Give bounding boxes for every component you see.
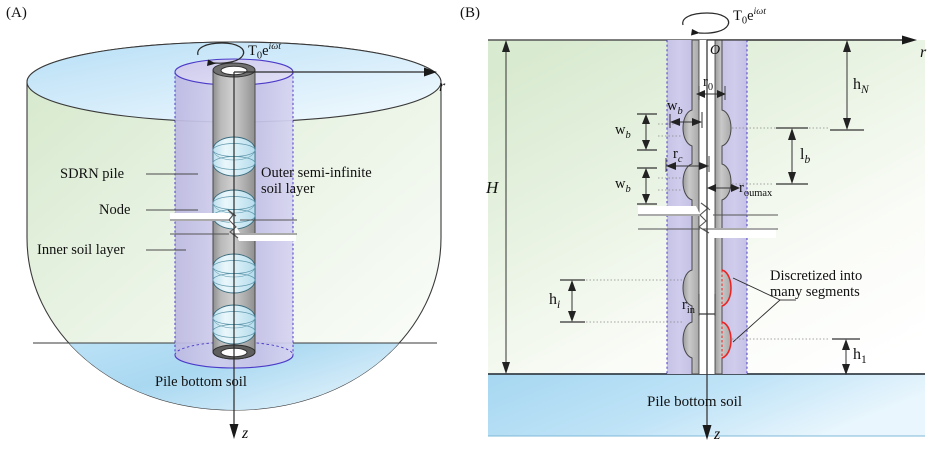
label-r0: r0 <box>703 74 713 94</box>
panel-b: (B) T0eiωt r z O r0 rc roumax rin wb wb … <box>460 0 941 453</box>
dimension-H <box>502 40 510 374</box>
label-lb: lb <box>800 146 810 167</box>
axis-label-z-a: z <box>242 425 249 442</box>
hi-symbol: h <box>549 291 557 308</box>
break-symbol-a <box>170 209 297 241</box>
wb-symbol: w <box>615 122 626 138</box>
r-axis-arrow-a <box>424 67 437 77</box>
h1-subscript: 1 <box>861 354 867 367</box>
torque-exponent: iωt <box>268 41 281 52</box>
label-sdrn-pile: SDRN pile <box>60 166 125 182</box>
label-discretized-line2: many segments <box>770 284 860 301</box>
dimension-lb <box>732 127 808 185</box>
r0-subscript: 0 <box>707 81 714 93</box>
label-H: H <box>486 178 499 197</box>
wb-subscript: b <box>625 129 631 141</box>
axis-label-z-b: z <box>714 426 721 443</box>
discretized-mark-lower <box>721 321 732 359</box>
r0-symbol: r <box>703 74 708 90</box>
panel-a-graphic <box>26 41 442 439</box>
wb-symbol: w <box>615 176 626 192</box>
torque-rotation-arrow-a <box>197 42 245 66</box>
panel-b-tag: (B) <box>460 5 480 21</box>
panel-a: (A) T0eiωt r z SDRN pile Node Inner soil… <box>0 0 470 453</box>
axis-label-r-a: r <box>439 78 446 95</box>
panel-b-graphic <box>488 12 925 440</box>
r-axis-arrow-b <box>902 35 917 45</box>
torque-rotation-arrow-b <box>682 12 730 36</box>
label-rc: rc <box>673 146 682 166</box>
torque-exponent: iωt <box>753 6 766 17</box>
dimension-roumax <box>707 184 740 192</box>
dimension-rc <box>665 156 710 172</box>
roumax-subscript: oumax <box>743 187 773 199</box>
inner-soil-band-right <box>722 40 747 374</box>
label-pile-bottom-soil-a: Pile bottom soil <box>155 374 247 390</box>
label-pile-bottom-soil-b: Pile bottom soil <box>647 394 743 410</box>
dimension-rin <box>698 294 716 316</box>
dimension-hN <box>732 40 864 131</box>
dimension-h1 <box>732 338 860 375</box>
label-wb-left-upper: wb <box>615 122 631 142</box>
label-h1: h1 <box>853 346 867 367</box>
rc-subscript: c <box>677 153 683 165</box>
z-axis-arrow-b <box>702 425 712 440</box>
label-discretized: Discretized into many segments <box>770 268 862 300</box>
label-hi: hi <box>549 291 560 312</box>
torque-subscript: 0 <box>256 50 263 62</box>
label-discretized-line1: Discretized into <box>770 268 863 284</box>
label-outer-soil-layer: Outer semi-infinite soil layer <box>261 165 372 197</box>
h1-symbol: h <box>853 346 861 363</box>
torque-symbol: T <box>733 7 742 24</box>
label-inner-soil-layer: Inner soil layer <box>37 242 125 258</box>
hN-subscript: N <box>861 84 869 97</box>
label-hN: hN <box>853 76 869 97</box>
rc-symbol: r <box>673 146 678 162</box>
lb-subscript: b <box>804 154 811 167</box>
label-node: Node <box>99 202 131 218</box>
axis-label-r-b: r <box>920 44 927 61</box>
label-rin: rin <box>682 297 695 317</box>
rin-symbol: r <box>682 297 687 313</box>
roumax-symbol: r <box>739 180 744 196</box>
label-wb-left-lower: wb <box>615 176 631 196</box>
hi-subscript: i <box>557 299 561 312</box>
dimension-wb-horizontal <box>669 112 703 128</box>
rin-subscript: in <box>686 304 695 316</box>
discretized-mark-upper <box>721 269 732 307</box>
hN-symbol: h <box>853 76 861 93</box>
label-roumax: roumax <box>739 180 772 200</box>
panel-a-tag: (A) <box>6 5 27 21</box>
torque-label-b: T0eiωt <box>733 6 766 27</box>
break-symbol-b <box>638 202 778 238</box>
dimension-hi <box>560 279 682 323</box>
torque-e: e <box>747 7 754 24</box>
torque-symbol: T <box>248 42 257 59</box>
label-outer-soil-line2: soil layer <box>261 181 315 198</box>
dimension-wb-vertical-lower <box>637 167 682 205</box>
origin-label: O <box>710 43 721 58</box>
torque-subscript: 0 <box>741 15 748 27</box>
lb-symbol: l <box>800 146 805 163</box>
label-wb-top: wb <box>667 98 683 118</box>
torque-e: e <box>262 42 269 59</box>
wb-symbol: w <box>667 98 678 114</box>
wb-subscript: b <box>677 105 683 117</box>
z-axis-arrow-a <box>229 424 239 439</box>
dimension-r0 <box>696 86 726 100</box>
label-outer-soil-line1: Outer semi-infinite <box>261 165 372 181</box>
wb-subscript: b <box>625 183 631 195</box>
torque-label-a: T0eiωt <box>248 41 281 62</box>
